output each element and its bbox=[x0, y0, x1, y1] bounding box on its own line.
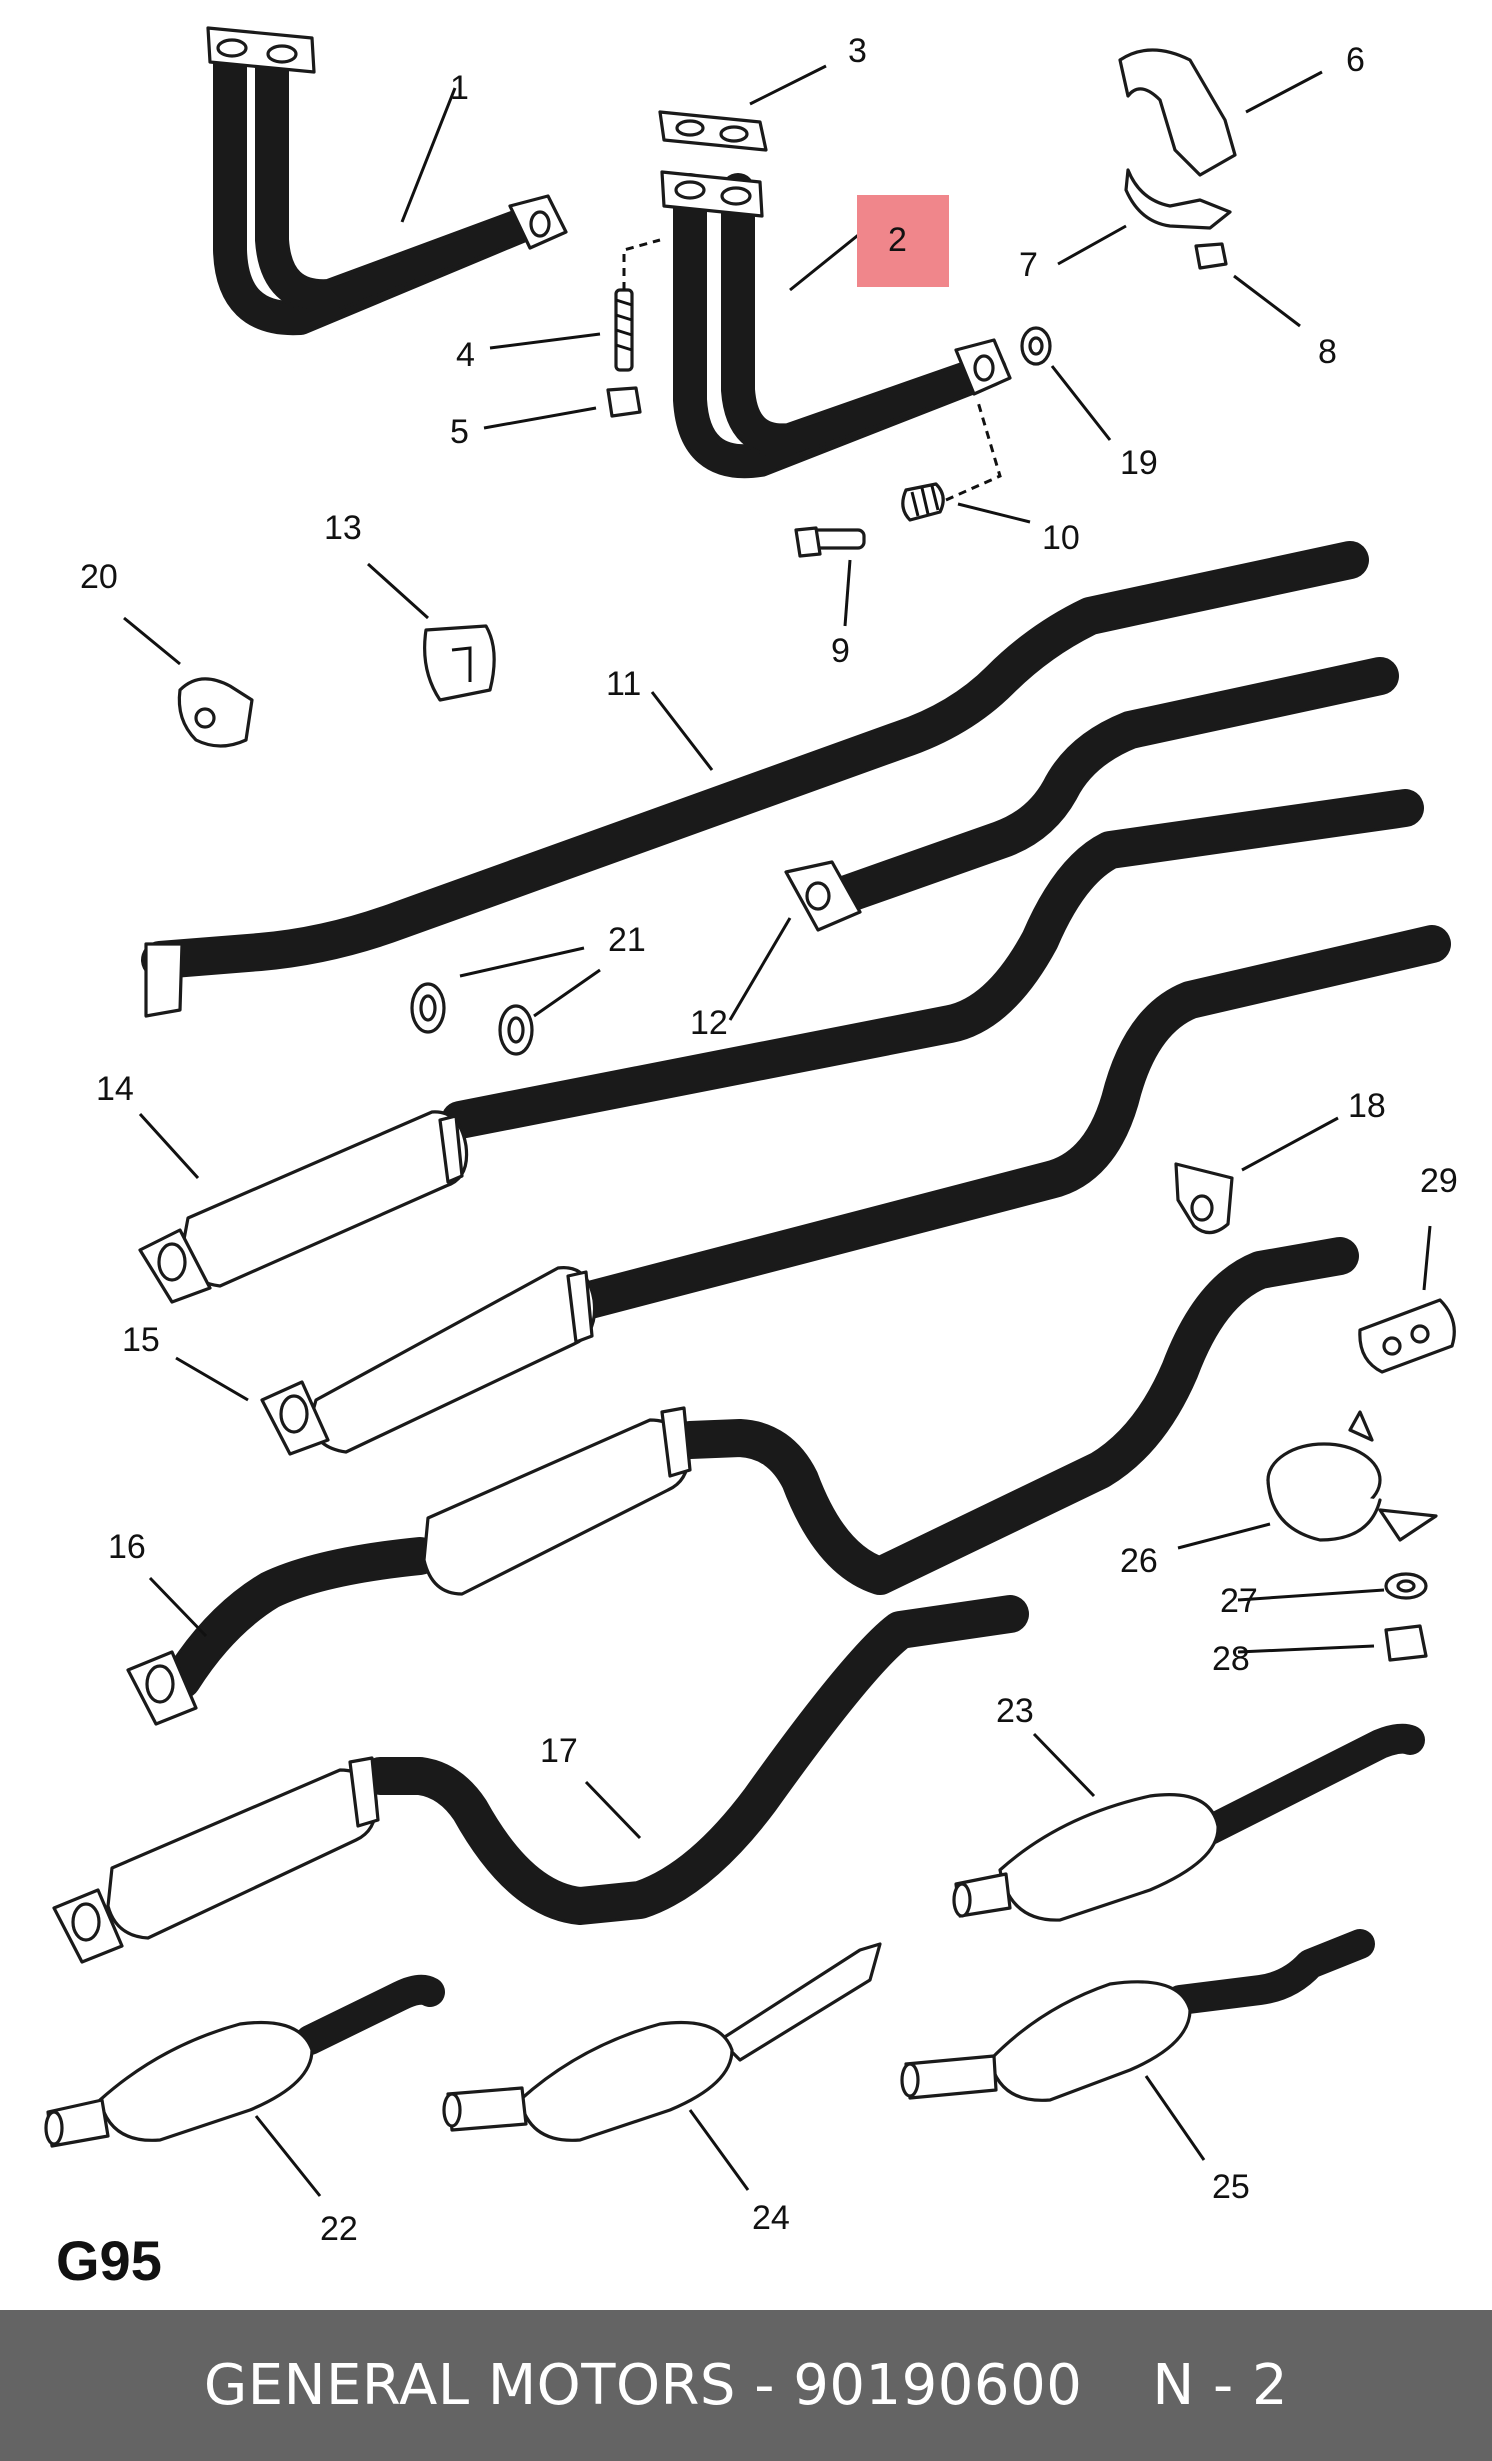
part-5-nut bbox=[606, 386, 642, 418]
part-13-clamp bbox=[423, 624, 496, 702]
part-9-bolt bbox=[794, 526, 866, 558]
part-6-bracket bbox=[1118, 48, 1237, 177]
callout-21[interactable]: 21 bbox=[608, 921, 646, 959]
part-20-rubber-mount bbox=[177, 677, 254, 748]
exhaust-parts-diagram: 1 2 3 4 5 6 7 8 9 10 11 12 13 14 15 16 1… bbox=[44, 26, 1458, 2292]
part-10-spring bbox=[901, 401, 1002, 522]
part-22-rear-silencer bbox=[44, 1974, 445, 2148]
callout-9[interactable]: 9 bbox=[831, 632, 850, 670]
part-18-hanger bbox=[1174, 1162, 1234, 1235]
page-reference: N - 2 bbox=[1152, 2353, 1289, 2418]
part-3-gasket bbox=[658, 110, 768, 152]
part-27-washer bbox=[1384, 1572, 1428, 1600]
callout-22[interactable]: 22 bbox=[320, 2210, 358, 2248]
part-24-rear-silencer bbox=[442, 1942, 882, 2142]
part-number-caption: GENERAL MOTORS - 90190600 bbox=[203, 2353, 1083, 2418]
callout-11[interactable]: 11 bbox=[606, 665, 641, 703]
callout-12[interactable]: 12 bbox=[690, 1004, 728, 1042]
callout-2[interactable]: 2 bbox=[888, 221, 907, 259]
callout-17[interactable]: 17 bbox=[540, 1732, 578, 1770]
part-21-sealing-rings bbox=[410, 982, 534, 1056]
callout-15[interactable]: 15 bbox=[122, 1321, 160, 1359]
callout-labels: 1 2 3 4 5 6 7 8 9 10 11 12 13 14 15 16 1… bbox=[80, 32, 1458, 2248]
part-4-stud bbox=[614, 238, 661, 372]
part-25-rear-silencer bbox=[900, 1929, 1375, 2102]
leader-lines bbox=[123, 64, 1432, 2197]
callout-28[interactable]: 28 bbox=[1212, 1640, 1250, 1678]
part-28-nut bbox=[1384, 1624, 1428, 1662]
part-14-front-silencer bbox=[138, 789, 1424, 1304]
part-17-exhaust-pipe bbox=[52, 1595, 1029, 1964]
callout-1[interactable]: 1 bbox=[450, 69, 469, 107]
callout-5[interactable]: 5 bbox=[450, 413, 469, 451]
callout-20[interactable]: 20 bbox=[80, 558, 118, 596]
callout-25[interactable]: 25 bbox=[1212, 2168, 1250, 2206]
part-11-intermediate-pipe bbox=[141, 541, 1369, 1018]
callout-3[interactable]: 3 bbox=[848, 32, 867, 70]
footer-banner: GENERAL MOTORS - 90190600 N - 2 bbox=[0, 2310, 1492, 2461]
callout-26[interactable]: 26 bbox=[1120, 1542, 1158, 1580]
callout-19[interactable]: 19 bbox=[1120, 444, 1158, 482]
callout-16[interactable]: 16 bbox=[108, 1528, 146, 1566]
part-7-bracket bbox=[1124, 168, 1232, 230]
part-16-exhaust-pipe bbox=[126, 1237, 1359, 1726]
callout-7[interactable]: 7 bbox=[1019, 246, 1038, 284]
sheet-code: G95 bbox=[56, 2229, 162, 2292]
callout-8[interactable]: 8 bbox=[1318, 333, 1337, 371]
callout-24[interactable]: 24 bbox=[752, 2199, 790, 2237]
part-1-front-pipe bbox=[206, 26, 568, 336]
callout-14[interactable]: 14 bbox=[96, 1070, 134, 1108]
part-26-clamp bbox=[1266, 1410, 1438, 1542]
part-19-gasket-ring bbox=[1020, 326, 1052, 366]
callout-29[interactable]: 29 bbox=[1420, 1162, 1458, 1200]
callout-23[interactable]: 23 bbox=[996, 1692, 1034, 1730]
callout-4[interactable]: 4 bbox=[456, 336, 475, 374]
highlight-marker bbox=[857, 195, 949, 287]
callout-6[interactable]: 6 bbox=[1346, 41, 1365, 79]
callout-13[interactable]: 13 bbox=[324, 509, 362, 547]
callout-18[interactable]: 18 bbox=[1348, 1087, 1386, 1125]
callout-10[interactable]: 10 bbox=[1042, 519, 1080, 557]
part-8-nut bbox=[1194, 242, 1228, 270]
part-29-rubber-mount bbox=[1358, 1298, 1456, 1374]
part-15-front-silencer bbox=[260, 925, 1451, 1456]
part-12-flanged-pipe bbox=[784, 657, 1399, 932]
callout-27[interactable]: 27 bbox=[1220, 1582, 1258, 1620]
part-2-front-pipe bbox=[660, 170, 1012, 479]
part-23-rear-silencer bbox=[952, 1723, 1425, 1922]
